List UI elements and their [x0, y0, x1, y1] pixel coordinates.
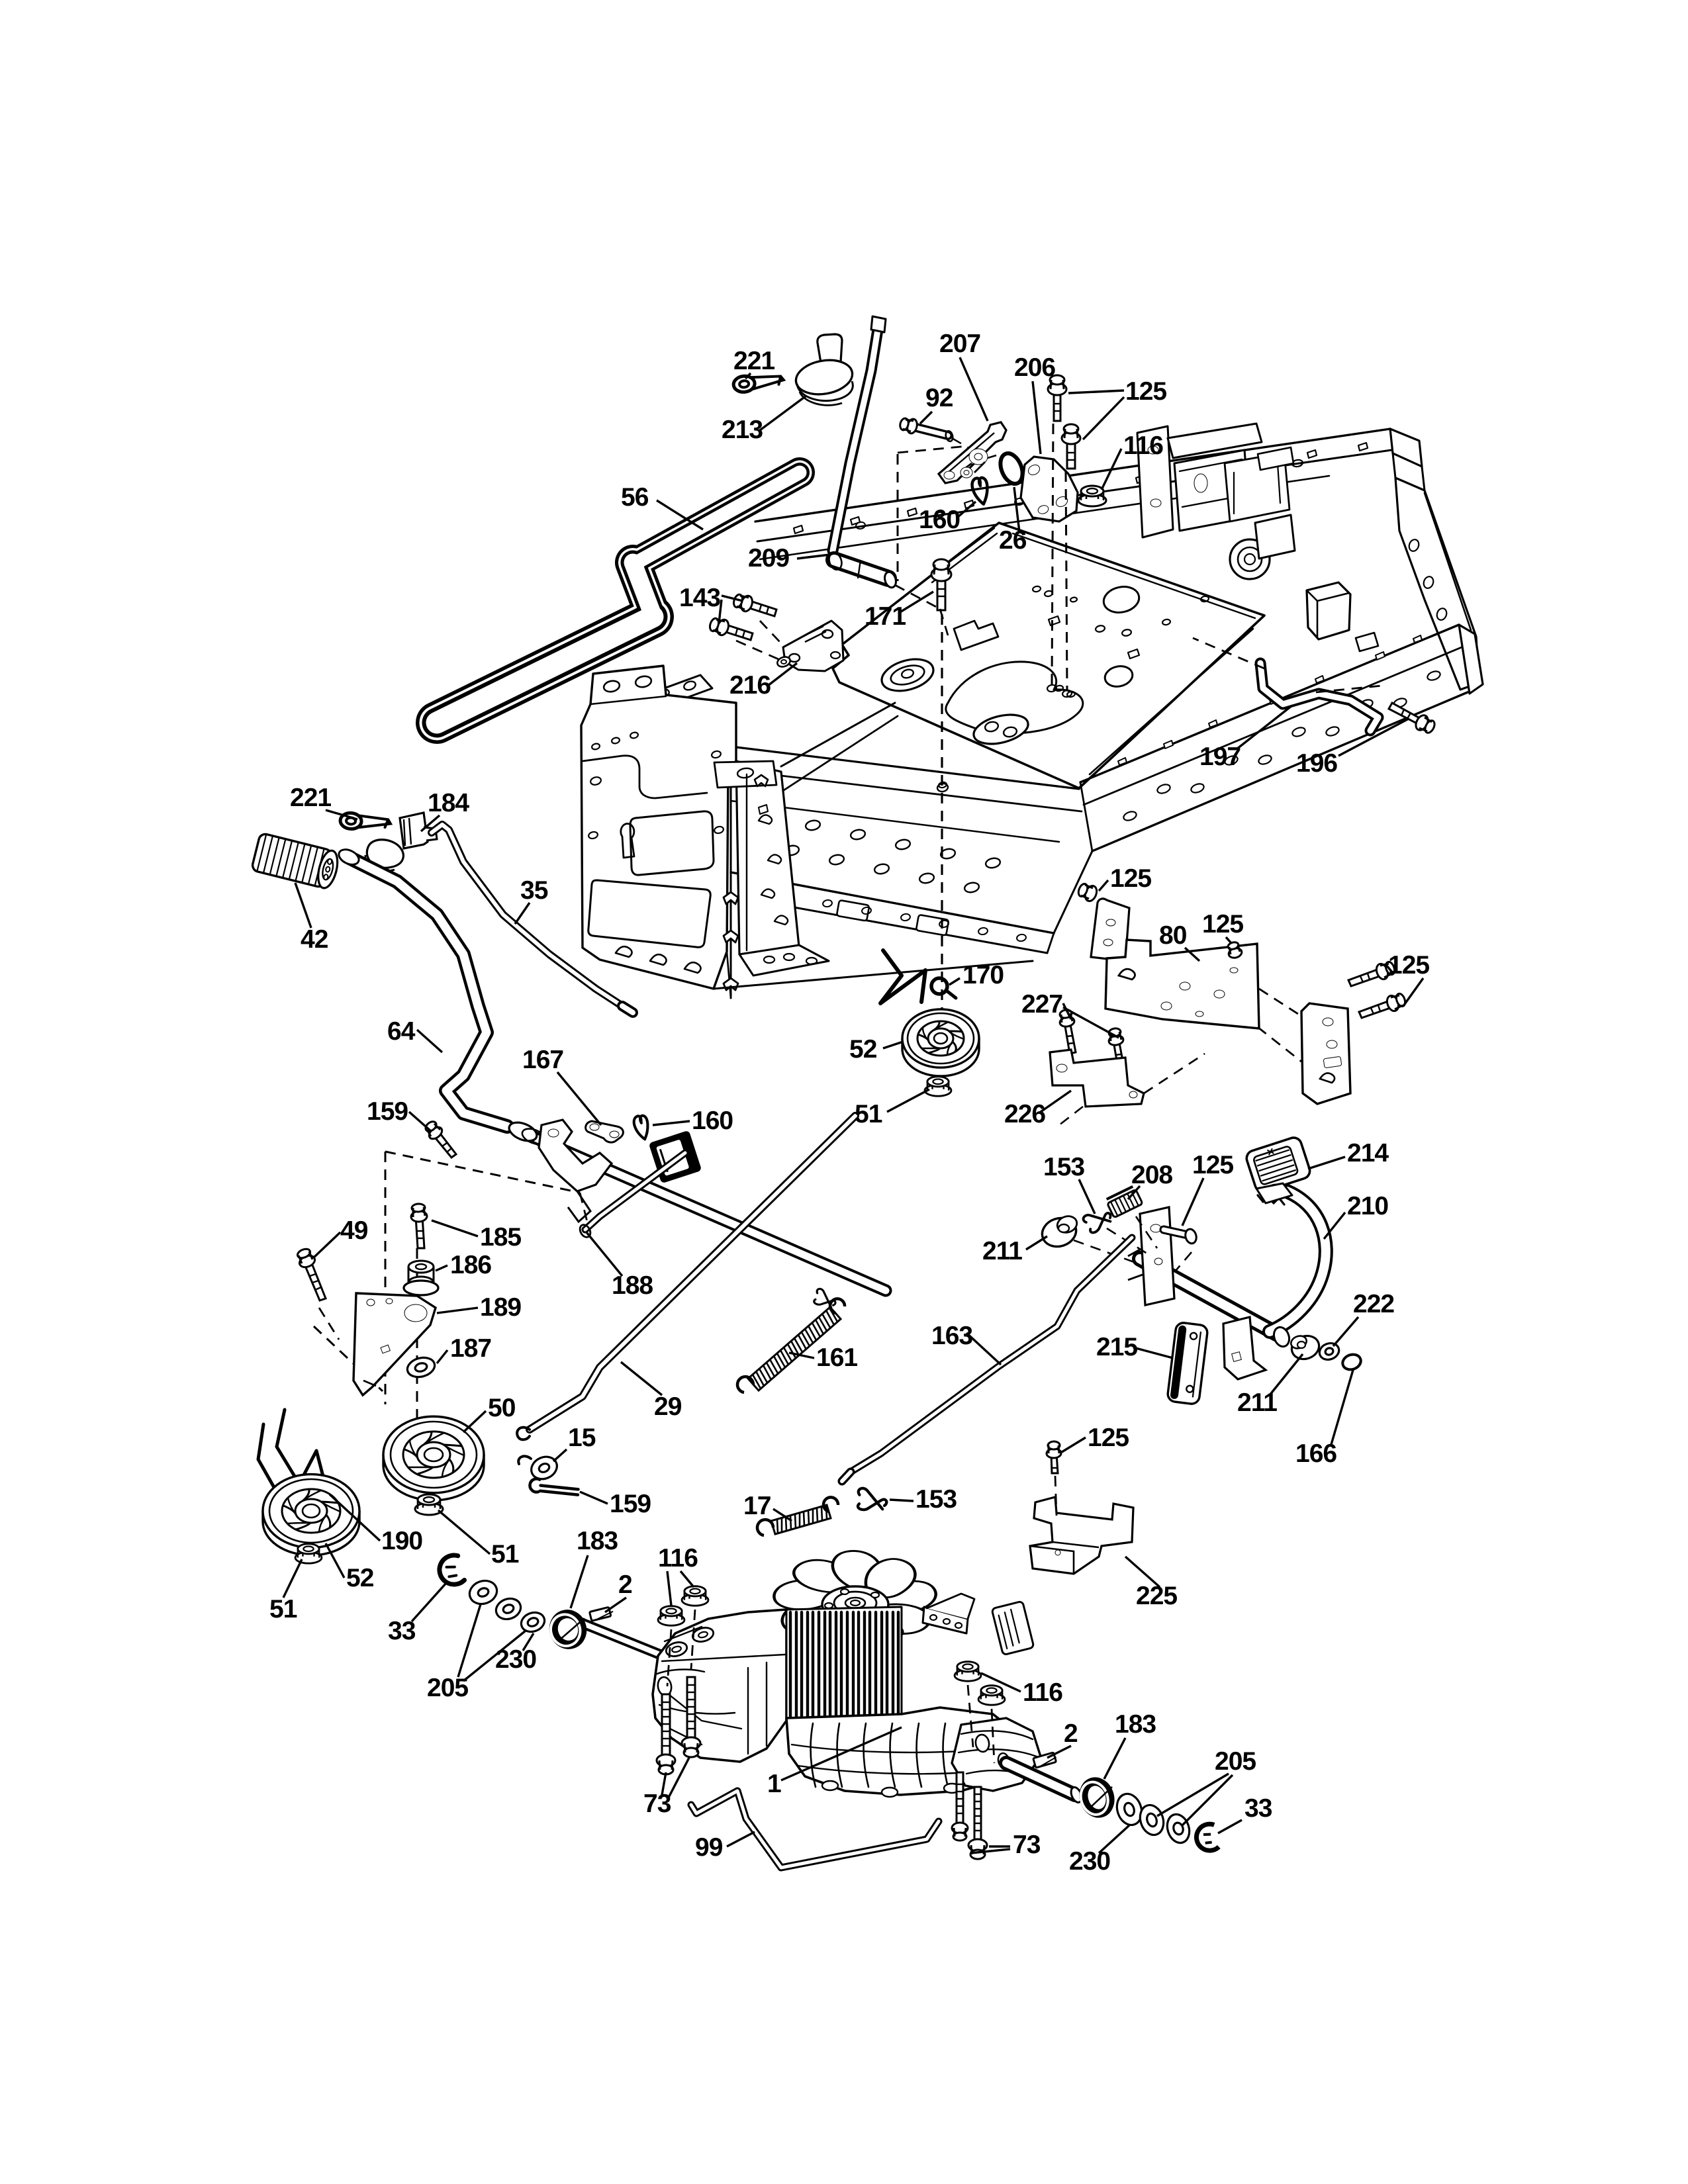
svg-text:160: 160 [692, 1107, 733, 1135]
svg-text:167: 167 [522, 1046, 563, 1074]
svg-text:214: 214 [1347, 1139, 1389, 1167]
svg-text:35: 35 [520, 876, 548, 905]
svg-text:211: 211 [982, 1237, 1022, 1265]
svg-text:92: 92 [925, 384, 953, 412]
svg-text:170: 170 [962, 961, 1004, 989]
svg-text:125: 125 [1388, 951, 1429, 979]
svg-text:197: 197 [1199, 743, 1241, 771]
svg-text:160: 160 [919, 506, 960, 534]
svg-text:1: 1 [767, 1770, 781, 1798]
svg-text:51: 51 [855, 1100, 882, 1128]
svg-text:80: 80 [1159, 921, 1187, 950]
svg-text:42: 42 [301, 925, 328, 954]
svg-text:159: 159 [367, 1097, 408, 1126]
svg-text:206: 206 [1014, 353, 1055, 382]
svg-text:190: 190 [381, 1527, 422, 1555]
svg-text:189: 189 [480, 1293, 521, 1322]
svg-text:221: 221 [290, 784, 331, 812]
svg-text:208: 208 [1131, 1161, 1172, 1189]
svg-text:205: 205 [427, 1674, 468, 1702]
svg-text:227: 227 [1021, 990, 1062, 1019]
svg-text:205: 205 [1215, 1747, 1256, 1776]
svg-text:64: 64 [387, 1017, 416, 1046]
svg-text:99: 99 [695, 1833, 723, 1862]
svg-text:116: 116 [658, 1544, 698, 1572]
svg-text:226: 226 [1004, 1100, 1045, 1128]
svg-text:225: 225 [1136, 1582, 1177, 1610]
svg-text:56: 56 [621, 483, 649, 512]
svg-text:188: 188 [612, 1271, 653, 1300]
svg-text:125: 125 [1088, 1424, 1129, 1452]
svg-text:125: 125 [1192, 1151, 1233, 1179]
svg-text:187: 187 [450, 1334, 491, 1363]
svg-text:29: 29 [654, 1392, 682, 1421]
svg-text:73: 73 [1013, 1831, 1041, 1859]
svg-text:143: 143 [679, 584, 720, 612]
svg-text:183: 183 [577, 1527, 618, 1555]
svg-text:33: 33 [388, 1617, 416, 1645]
svg-text:196: 196 [1296, 749, 1337, 778]
svg-text:207: 207 [939, 330, 980, 358]
svg-text:125: 125 [1125, 377, 1166, 406]
svg-text:216: 216 [729, 671, 771, 700]
svg-text:52: 52 [849, 1035, 877, 1064]
svg-text:159: 159 [610, 1490, 651, 1518]
svg-text:222: 222 [1353, 1290, 1394, 1318]
svg-text:17: 17 [743, 1492, 771, 1520]
svg-text:33: 33 [1244, 1794, 1272, 1823]
svg-text:230: 230 [1069, 1847, 1110, 1876]
svg-text:26: 26 [999, 526, 1027, 555]
svg-text:2: 2 [618, 1570, 632, 1599]
svg-text:210: 210 [1347, 1192, 1388, 1220]
svg-text:153: 153 [1043, 1153, 1084, 1181]
svg-text:153: 153 [915, 1485, 957, 1514]
svg-text:50: 50 [488, 1394, 516, 1422]
svg-text:116: 116 [1023, 1678, 1062, 1707]
svg-text:161: 161 [816, 1343, 857, 1372]
svg-text:209: 209 [748, 544, 789, 572]
svg-text:52: 52 [346, 1564, 374, 1592]
svg-text:51: 51 [491, 1540, 519, 1569]
svg-text:125: 125 [1110, 864, 1151, 893]
svg-text:51: 51 [269, 1595, 297, 1623]
svg-text:186: 186 [450, 1251, 491, 1279]
svg-text:163: 163 [931, 1322, 972, 1350]
svg-text:49: 49 [340, 1216, 368, 1245]
svg-text:73: 73 [643, 1790, 671, 1818]
svg-text:116: 116 [1123, 432, 1163, 460]
svg-text:171: 171 [865, 602, 906, 631]
svg-text:125: 125 [1202, 910, 1243, 938]
svg-text:213: 213 [722, 416, 763, 444]
svg-text:183: 183 [1115, 1710, 1156, 1739]
svg-text:215: 215 [1096, 1333, 1137, 1361]
svg-text:185: 185 [480, 1223, 521, 1251]
svg-text:15: 15 [568, 1424, 596, 1452]
svg-text:221: 221 [733, 347, 774, 375]
svg-text:184: 184 [428, 789, 469, 817]
svg-text:2: 2 [1064, 1719, 1078, 1748]
